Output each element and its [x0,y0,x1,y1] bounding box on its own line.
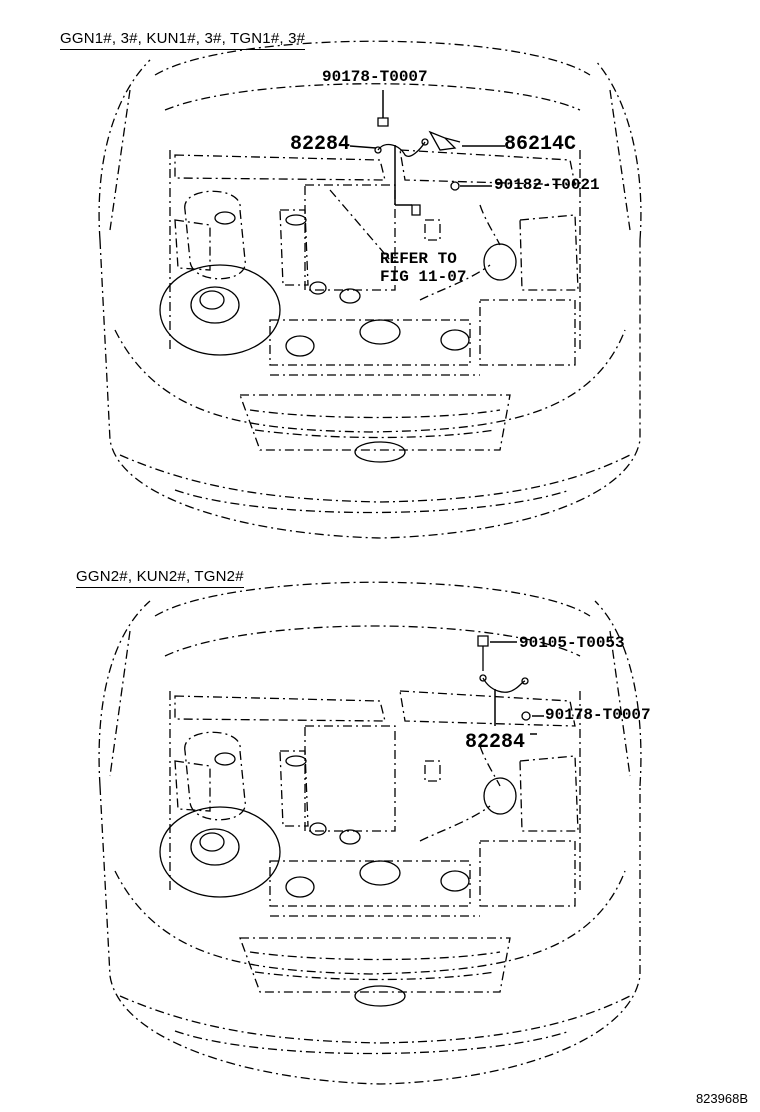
part-label-bolt-top: 90105-T0053 [519,634,625,652]
engine-bay-drawing-bottom [98,581,642,1085]
part-label-clamp: 86214C [504,133,577,156]
cable-82284 [479,674,529,693]
part-label-bolt-top: 90178-T0007 [322,68,428,86]
reference-label-line1: REFER TO [380,250,457,268]
diagram-panel-top: GGN1#, 3#, KUN1#, 3#, TGN1#, 3# [60,30,642,539]
part-label-nut: 90178-T0007 [545,706,651,724]
part-label-nut: 90182-T0021 [494,176,600,194]
diagram-id: 823968B [695,1091,748,1106]
diagram-panel-bottom: GGN2#, KUN2#, TGN2# [0,556,760,1112]
reference-label-line2: FIG 11-07 [380,268,467,286]
body-outline [99,150,641,539]
clamp-86214c [428,130,461,151]
bolt-parts [477,635,531,721]
model-header-bottom: GGN2#, KUN2#, TGN2# [76,568,244,588]
part-label-cable: 82284 [465,731,526,754]
hood-outline [98,581,642,787]
leader-lines-top [349,90,505,206]
cable-82284 [374,138,429,157]
bolt-parts [377,117,460,216]
hood-outline [98,40,642,241]
engine-bay-drawing-top [98,40,642,539]
body-outline [99,691,641,1085]
model-header-top: GGN1#, 3#, KUN1#, 3#, TGN1#, 3# [60,30,306,50]
part-label-cable: 82284 [290,133,351,156]
leader-lines-bottom [490,641,544,735]
engine-components [159,149,579,376]
engine-components [159,690,579,917]
